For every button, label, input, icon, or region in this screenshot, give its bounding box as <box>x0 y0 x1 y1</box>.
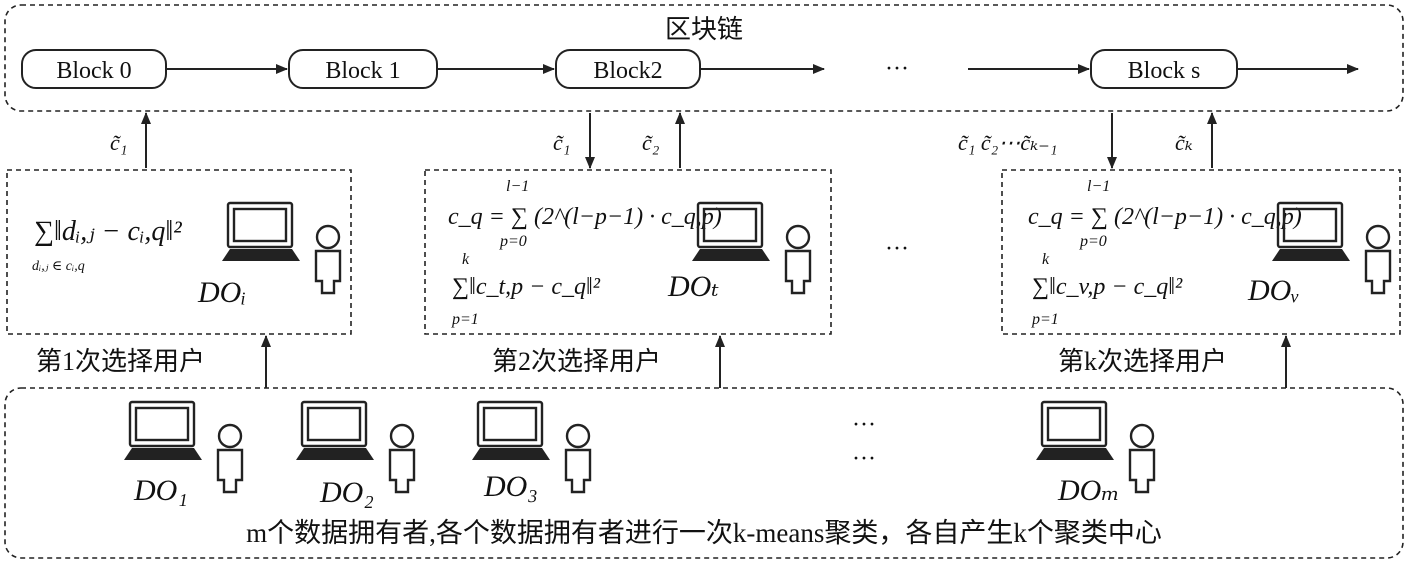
label-c2-middle: c̃₂ <box>642 130 660 155</box>
block-s-label: Block s <box>1128 58 1201 84</box>
chain-ellipsis: ··· <box>885 56 909 82</box>
panel-right-f2-lower: p=1 <box>1031 311 1059 328</box>
blockchain-title: 区块链 <box>665 15 743 44</box>
owner-m-label: DOₘ <box>1057 474 1120 507</box>
panel-middle-f2-lower: p=1 <box>451 311 479 328</box>
owner-3-label: DO₃ <box>483 470 538 503</box>
panel-right-f2: ∑‖c_v,p − c_q‖² <box>1032 274 1183 300</box>
owners-ellipsis-top: ··· <box>852 412 876 438</box>
panel-left-subscript: dᵢ,ⱼ ∈ cᵢ,q <box>32 259 85 274</box>
data-owners-frame <box>4 387 1404 559</box>
block-1-label: Block 1 <box>325 58 400 84</box>
block-0-label: Block 0 <box>56 58 131 84</box>
owner-1-label: DO₁ <box>133 474 188 507</box>
selection-label-1: 第1次选择用户 <box>36 347 205 376</box>
block-0: Block 0 <box>21 49 167 89</box>
panels-ellipsis: ··· <box>885 236 909 262</box>
panel-right-f1: c_q = ∑ (2^(l−p−1) · c_q,p) <box>1028 204 1302 230</box>
label-ck-list: c̃₁ c̃₂⋯c̃ₖ₋₁ <box>958 130 1057 155</box>
panel-right-f1-lower: p=0 <box>1079 233 1107 250</box>
block-2: Block2 <box>555 49 701 89</box>
block-2-label: Block2 <box>593 58 662 84</box>
bottom-caption: m个数据拥有者,各个数据拥有者进行一次k-means聚类，各自产生k个聚类中心 <box>246 518 1162 548</box>
block-s: Block s <box>1090 49 1238 89</box>
selection-label-k: 第k次选择用户 <box>1058 347 1227 376</box>
owners-ellipsis-bottom: ··· <box>852 446 876 472</box>
panel-left <box>6 169 352 335</box>
panel-left-owner: DOᵢ <box>197 276 246 309</box>
panel-middle-f1-lower: p=0 <box>499 233 527 250</box>
panel-middle <box>424 169 832 335</box>
block-1: Block 1 <box>288 49 438 89</box>
blockchain-frame <box>4 4 1404 112</box>
panel-left-formula: ∑‖dᵢ,ⱼ − cᵢ,q‖² <box>34 216 182 247</box>
panel-right-owner: DOᵥ <box>1247 274 1300 307</box>
selection-label-2: 第2次选择用户 <box>492 347 661 376</box>
panel-right <box>1001 169 1401 335</box>
panel-middle-owner: DOₜ <box>667 270 719 303</box>
label-ck-right: c̃ₖ <box>1175 130 1193 155</box>
panel-middle-f2-upper: k <box>462 251 470 268</box>
panel-right-f2-upper: k <box>1042 251 1050 268</box>
owner-2-label: DO₂ <box>319 476 374 509</box>
panel-middle-f1: c_q = ∑ (2^(l−p−1) · c_q,p) <box>448 204 722 230</box>
panel-middle-f1-upper: l−1 <box>506 178 529 195</box>
panel-middle-f2: ∑‖c_t,p − c_q‖² <box>452 274 601 300</box>
label-c1-left: c̃₁ <box>110 130 127 155</box>
panel-right-f1-upper: l−1 <box>1087 178 1110 195</box>
label-c1-middle: c̃₁ <box>553 130 570 155</box>
